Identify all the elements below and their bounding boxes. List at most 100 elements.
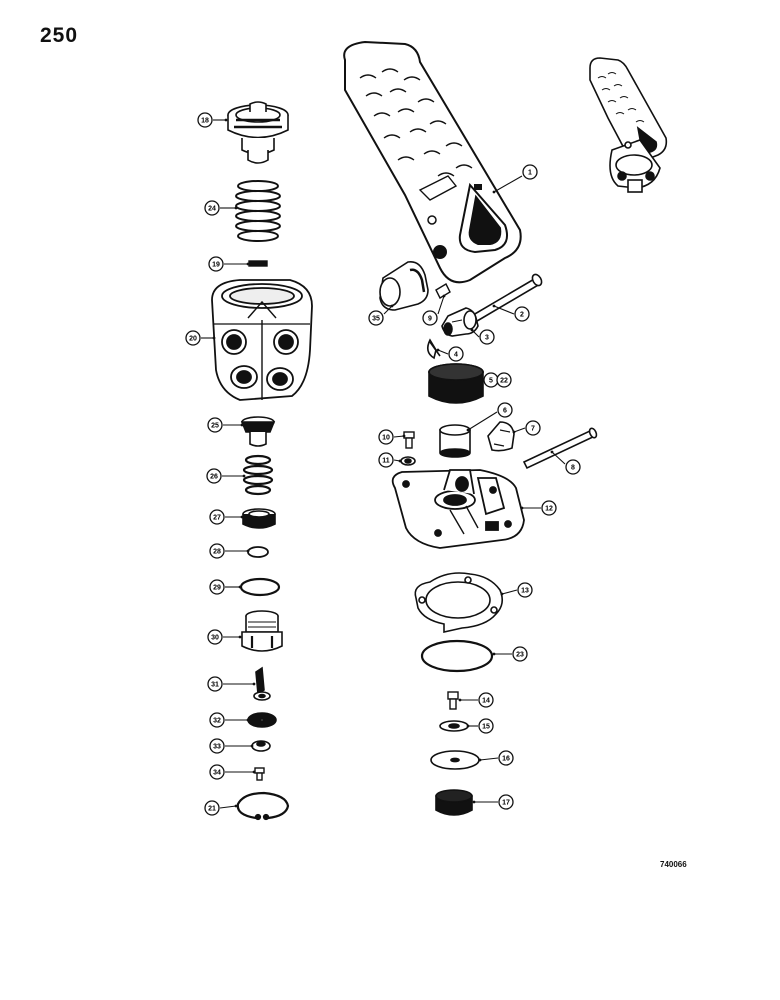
callout-7: 7 bbox=[512, 420, 541, 436]
pin-part-8 bbox=[522, 427, 598, 470]
callout-circle bbox=[204, 200, 220, 216]
o-ring-part-23 bbox=[420, 639, 494, 673]
callout-label: 16 bbox=[502, 756, 510, 763]
callout-27: 27 bbox=[209, 509, 244, 525]
callout-6: 6 bbox=[466, 402, 513, 432]
callout-34: 34 bbox=[209, 764, 256, 780]
callout-circle bbox=[204, 800, 220, 816]
callout-leader-line bbox=[479, 757, 499, 761]
bolt-part-14 bbox=[447, 691, 459, 710]
callout-leader-tip bbox=[436, 348, 440, 352]
callout-label: 22 bbox=[500, 378, 508, 385]
callout-leader-line bbox=[551, 451, 566, 465]
callout-leader-tip bbox=[246, 262, 250, 266]
callout-label: 12 bbox=[545, 506, 553, 513]
callout-29: 29 bbox=[209, 579, 242, 595]
callout-leader-tip bbox=[240, 515, 244, 519]
callout-leader-line bbox=[437, 349, 449, 355]
callout-label: 11 bbox=[382, 458, 390, 465]
callout-5: 5 bbox=[482, 372, 499, 388]
callout-circle bbox=[209, 738, 225, 754]
callout-circle bbox=[185, 330, 201, 346]
callout-circle bbox=[496, 372, 512, 388]
callout-19: 19 bbox=[208, 256, 250, 272]
callout-circle bbox=[479, 329, 495, 345]
callout-leader-tip bbox=[238, 585, 242, 589]
callout-label: 24 bbox=[208, 206, 216, 213]
callout-leader-line bbox=[513, 427, 526, 433]
seat-part-33 bbox=[251, 740, 271, 752]
callout-18: 18 bbox=[197, 112, 228, 128]
washer-part-15 bbox=[439, 720, 469, 732]
callout-label: 34 bbox=[213, 770, 221, 777]
cotter-pin-part-4 bbox=[426, 338, 441, 360]
callout-label: 25 bbox=[211, 423, 219, 430]
callout-leader-line bbox=[493, 175, 523, 193]
pin-part-19 bbox=[248, 260, 268, 267]
callout-circle bbox=[497, 402, 513, 418]
callout-label: 14 bbox=[482, 698, 490, 705]
callout-label: 31 bbox=[211, 682, 219, 689]
callout-leader-tip bbox=[470, 328, 474, 332]
callout-label: 23 bbox=[516, 652, 524, 659]
figure-code: 740066 bbox=[660, 860, 687, 869]
callout-label: 18 bbox=[201, 118, 209, 125]
callout-leader-tip bbox=[492, 304, 496, 308]
callout-leader-tip bbox=[512, 430, 516, 434]
gasket-part-13 bbox=[414, 572, 504, 633]
sleeve-part-27 bbox=[242, 508, 276, 529]
mounting-plate-part-12 bbox=[391, 469, 525, 549]
callout-9: 9 bbox=[422, 294, 446, 326]
callout-label: 28 bbox=[213, 549, 221, 556]
callout-26: 26 bbox=[206, 468, 246, 484]
callout-leader-tip bbox=[250, 744, 254, 748]
callout-leader-tip bbox=[466, 428, 470, 432]
callout-label: 21 bbox=[208, 806, 216, 813]
callout-32: 32 bbox=[209, 712, 250, 728]
callout-11: 11 bbox=[378, 452, 402, 468]
callout-circle bbox=[197, 112, 213, 128]
callout-24: 24 bbox=[204, 200, 238, 216]
callout-13: 13 bbox=[500, 582, 533, 598]
inset-pedal-assembly bbox=[589, 57, 668, 193]
callout-label: 10 bbox=[382, 435, 390, 442]
callout-circle bbox=[517, 582, 533, 598]
callout-circle bbox=[478, 718, 494, 734]
callout-31: 31 bbox=[207, 676, 256, 692]
callout-circle bbox=[209, 509, 225, 525]
washer-part-11 bbox=[400, 456, 416, 466]
callout-label: 13 bbox=[521, 588, 529, 595]
callout-leader-tip bbox=[390, 304, 394, 308]
callout-circle bbox=[378, 452, 394, 468]
callout-label: 2 bbox=[520, 312, 524, 319]
callout-8: 8 bbox=[550, 450, 581, 475]
callout-leader-line bbox=[471, 329, 480, 338]
callout-circle bbox=[422, 310, 438, 326]
cap-part-17 bbox=[435, 789, 473, 816]
callout-circle bbox=[209, 764, 225, 780]
callout-20: 20 bbox=[185, 330, 216, 346]
callout-label: 26 bbox=[210, 474, 218, 481]
callout-circle bbox=[498, 750, 514, 766]
callout-16: 16 bbox=[478, 750, 514, 766]
callout-leader-tip bbox=[478, 758, 482, 762]
spring-part-24 bbox=[235, 180, 281, 242]
callout-35: 35 bbox=[368, 304, 394, 326]
lever-part-7 bbox=[487, 421, 515, 452]
callout-leader-line bbox=[501, 589, 518, 595]
callout-leader-tip bbox=[402, 434, 406, 438]
callout-leader-tip bbox=[492, 652, 496, 656]
piston-part-6 bbox=[439, 424, 471, 458]
callout-1: 1 bbox=[492, 164, 538, 194]
callout-leader-tip bbox=[242, 474, 246, 478]
callout-circle bbox=[512, 646, 528, 662]
callout-leader-tip bbox=[466, 724, 470, 728]
callout-circle bbox=[207, 629, 223, 645]
callout-label: 30 bbox=[211, 635, 219, 642]
callout-leader-tip bbox=[224, 118, 228, 122]
ring-part-28 bbox=[247, 546, 269, 558]
page-number: 250 bbox=[40, 24, 79, 47]
callout-circle bbox=[565, 459, 581, 475]
callout-15: 15 bbox=[466, 718, 494, 734]
callout-23: 23 bbox=[492, 646, 528, 662]
